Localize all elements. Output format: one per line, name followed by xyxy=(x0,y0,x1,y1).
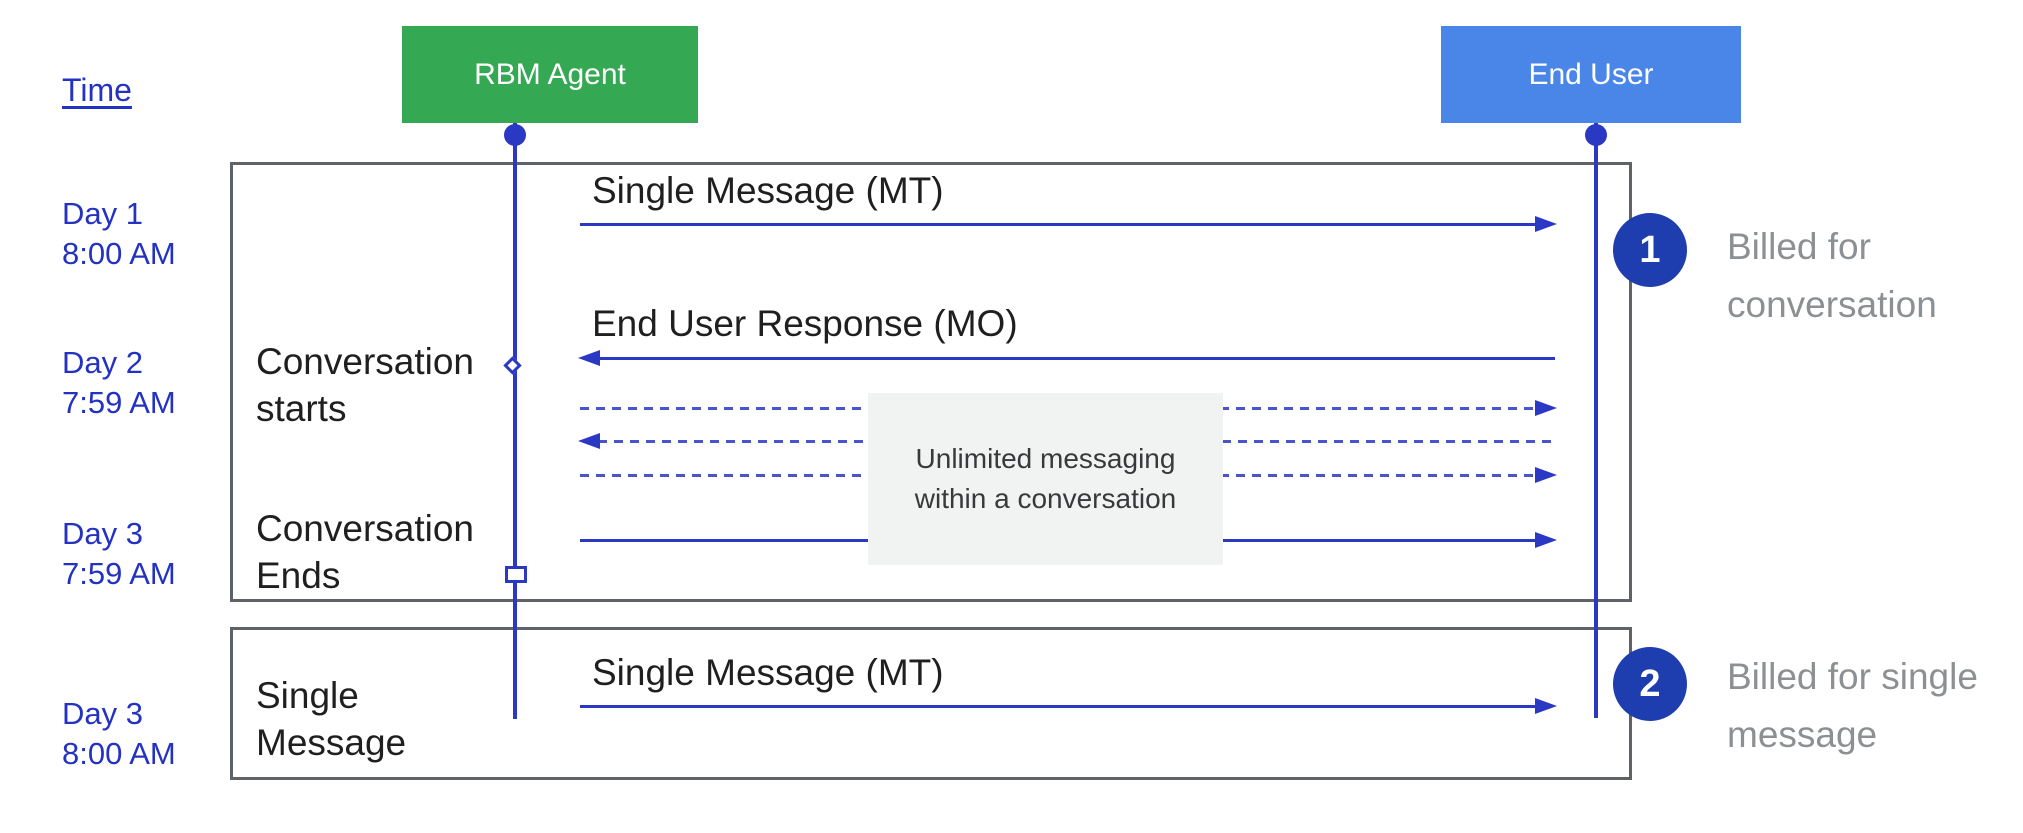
single-message-frame xyxy=(230,627,1632,780)
conversation-starts-line2: starts xyxy=(256,388,347,429)
single-message-line1: Single xyxy=(256,675,359,716)
message-mt1-label: Single Message (MT) xyxy=(592,170,944,211)
message-mo1-line xyxy=(598,357,1555,360)
message-mt2-line xyxy=(580,705,1537,708)
billing-badge-1-number: 1 xyxy=(1639,228,1661,271)
unlimited-messaging-note: Unlimited messaging within a conversatio… xyxy=(868,393,1223,565)
timestamp-day3-single: Day 3 8:00 AM xyxy=(62,694,176,774)
single-message-line2: Message xyxy=(256,722,407,763)
conversation-frame xyxy=(230,162,1632,602)
arrowhead-right-icon xyxy=(1535,698,1557,714)
conversation-starts-line1: Conversation xyxy=(256,341,475,382)
billed-2-line2: message xyxy=(1727,714,1878,755)
actor-end-user: End User xyxy=(1441,26,1741,123)
time-axis-label: Time xyxy=(62,72,132,108)
end-user-lifeline-dot xyxy=(1585,124,1607,146)
conversation-ends-line2: Ends xyxy=(256,555,341,596)
note-line2: within a conversation xyxy=(914,483,1177,514)
message-mt2-label: Single Message (MT) xyxy=(592,652,944,693)
billed-1-line1: Billed for xyxy=(1727,226,1871,267)
billed-for-single-message-text: Billed for single message xyxy=(1727,648,1978,764)
message-mt1-line xyxy=(580,223,1537,226)
arrowhead-right-icon xyxy=(1535,216,1557,232)
timestamp-day3-single-time: 8:00 AM xyxy=(62,736,176,771)
arrowhead-left-icon xyxy=(578,350,600,366)
conversation-ends-line1: Conversation xyxy=(256,508,475,549)
arrowhead-left-icon xyxy=(578,433,600,449)
arrowhead-right-icon xyxy=(1535,532,1557,548)
arrowhead-right-icon xyxy=(1535,467,1557,483)
timestamp-day3-end: Day 3 7:59 AM xyxy=(62,514,176,594)
billed-for-conversation-text: Billed for conversation xyxy=(1727,218,1937,334)
timestamp-day1: Day 1 8:00 AM xyxy=(62,194,176,274)
arrowhead-right-icon xyxy=(1535,400,1557,416)
billing-badge-2-number: 2 xyxy=(1639,662,1661,705)
actor-rbm-agent-label: RBM Agent xyxy=(474,57,626,91)
message-mo1-label: End User Response (MO) xyxy=(592,303,1018,344)
timestamp-day2: Day 2 7:59 AM xyxy=(62,343,176,423)
end-user-lifeline xyxy=(1594,123,1598,718)
billing-badge-2: 2 xyxy=(1613,647,1687,721)
conversation-end-square-icon xyxy=(505,566,527,583)
timestamp-day2-day: Day 2 xyxy=(62,345,143,380)
single-message-event-label: Single Message xyxy=(256,672,406,766)
timestamp-day2-time: 7:59 AM xyxy=(62,385,176,420)
billing-badge-1: 1 xyxy=(1613,213,1687,287)
conversation-ends-label: Conversation Ends xyxy=(256,505,474,599)
conversation-starts-label: Conversation starts xyxy=(256,338,474,432)
timestamp-day3-single-day: Day 3 xyxy=(62,696,143,731)
actor-end-user-label: End User xyxy=(1528,57,1654,91)
agent-lifeline xyxy=(513,123,517,719)
timestamp-day3-end-time: 7:59 AM xyxy=(62,556,176,591)
agent-lifeline-dot xyxy=(504,124,526,146)
billed-1-line2: conversation xyxy=(1727,284,1937,325)
billed-2-line1: Billed for single xyxy=(1727,656,1978,697)
timestamp-day1-time: 8:00 AM xyxy=(62,236,176,271)
note-line1: Unlimited messaging xyxy=(915,443,1176,474)
timestamp-day3-end-day: Day 3 xyxy=(62,516,143,551)
timestamp-day1-day: Day 1 xyxy=(62,196,143,231)
actor-rbm-agent: RBM Agent xyxy=(402,26,698,123)
